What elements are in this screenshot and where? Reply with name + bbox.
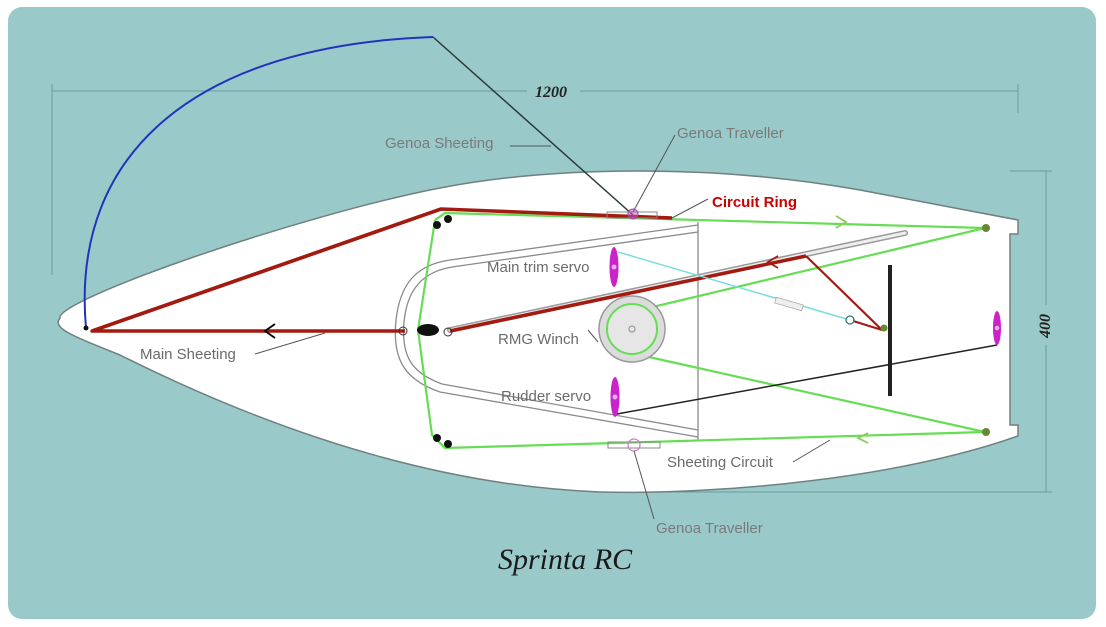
turning-block-bottom bbox=[982, 428, 990, 436]
trim-line bbox=[617, 251, 855, 325]
main-sheet-arrow-boom bbox=[766, 255, 779, 269]
hull bbox=[57, 170, 1019, 494]
main-trim-servo bbox=[609, 247, 619, 287]
rudder-horn bbox=[993, 311, 1001, 345]
main-sheet-arrow-left bbox=[263, 323, 276, 339]
label-rmg-winch: RMG Winch bbox=[498, 331, 579, 348]
rmg-winch bbox=[598, 295, 666, 363]
length-dimension bbox=[51, 84, 1019, 275]
mast-fitting bbox=[417, 324, 439, 336]
genoa-traveller-top-track bbox=[606, 208, 658, 220]
turning-block-top bbox=[982, 224, 990, 232]
rudder-linkage bbox=[616, 344, 998, 415]
genoa-sheet-line bbox=[432, 36, 634, 216]
circuit-arrow-top bbox=[835, 215, 848, 229]
circuit-arrow-bottom bbox=[855, 432, 869, 444]
label-sheeting-circuit: Sheeting Circuit bbox=[667, 454, 774, 471]
deck-blocks bbox=[433, 215, 452, 448]
main-traveller-car bbox=[880, 324, 888, 332]
label-genoa-traveller-top: Genoa Traveller bbox=[677, 125, 784, 142]
jib-arc bbox=[83, 36, 434, 329]
rudder-servo bbox=[610, 377, 620, 417]
leader-lines bbox=[254, 134, 831, 520]
label-circuit-ring: Circuit Ring bbox=[712, 194, 797, 211]
fairlead-right bbox=[443, 327, 453, 337]
bow-fitting bbox=[83, 325, 89, 331]
length-dimension-value: 1200 bbox=[535, 84, 567, 101]
label-rudder-servo: Rudder servo bbox=[501, 388, 591, 405]
label-main-trim-servo: Main trim servo bbox=[487, 259, 590, 276]
diagram-title: Sprinta RC bbox=[498, 543, 633, 576]
fairlead-left bbox=[398, 326, 408, 336]
label-main-sheeting: Main Sheeting bbox=[140, 346, 236, 363]
label-genoa-traveller-bottom: Genoa Traveller bbox=[656, 520, 763, 537]
main-sheet bbox=[90, 207, 807, 333]
label-genoa-sheeting: Genoa Sheeting bbox=[385, 135, 493, 152]
beam-dimension-value: 400 bbox=[1037, 314, 1054, 339]
